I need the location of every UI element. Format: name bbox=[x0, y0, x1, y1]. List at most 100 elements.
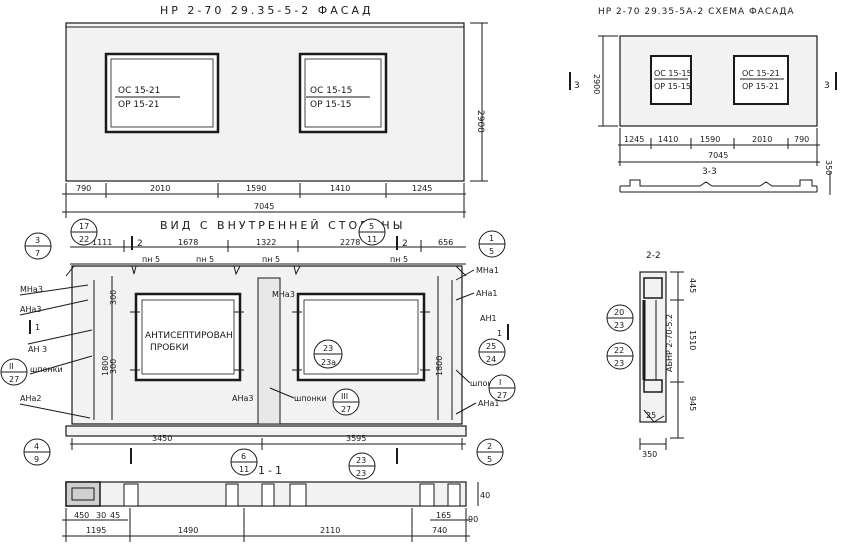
sec11-dim2-1: 1195 bbox=[86, 526, 106, 535]
svg-text:23: 23 bbox=[356, 469, 366, 478]
scheme-section-left: 3 bbox=[574, 81, 580, 91]
sec22-small: 25 bbox=[646, 411, 656, 420]
inside-dim-1800-left: 1800 bbox=[101, 356, 110, 376]
inside-mark-1-left: 1 bbox=[35, 323, 40, 332]
callout-ii-27: II 27 bbox=[0, 358, 28, 386]
svg-text:23: 23 bbox=[614, 359, 624, 368]
facade-window-right bbox=[298, 52, 388, 134]
scheme-dim-2: 1410 bbox=[658, 135, 678, 144]
sec22-dim-1: 445 bbox=[688, 278, 697, 293]
inside-mark-top-left: 2 bbox=[137, 239, 143, 249]
sec11-thickness: 40 bbox=[480, 491, 490, 500]
svg-text:23: 23 bbox=[614, 321, 624, 330]
label-mna1: МНа1 bbox=[476, 266, 499, 275]
inside-dim-300-top: 300 bbox=[109, 290, 118, 305]
scheme-window-right-top: ОС 15-21 bbox=[742, 69, 780, 78]
label-mna3-left: МНа3 bbox=[20, 285, 43, 294]
svg-text:27: 27 bbox=[9, 375, 19, 384]
facade-window-left bbox=[104, 52, 220, 134]
inside-pin-1: пн 5 bbox=[142, 255, 160, 264]
facade-window-left-top: ОС 15-21 bbox=[118, 86, 160, 96]
label-ana2: АНа2 bbox=[20, 394, 41, 403]
sec11-dim2-3: 2110 bbox=[320, 526, 340, 535]
scheme-dim-4: 2010 bbox=[752, 135, 772, 144]
sec11-dim1-1: 450 bbox=[74, 511, 89, 520]
inside-mark-1-right: 1 bbox=[497, 329, 502, 338]
callout-23-23: 23 23 bbox=[348, 452, 376, 480]
svg-text:III: III bbox=[341, 392, 348, 401]
callout-1-5: 1 5 bbox=[478, 230, 506, 258]
svg-text:5: 5 bbox=[489, 247, 494, 256]
inside-antiseptic-line1: АНТИСЕПТИРОВАН bbox=[145, 331, 233, 341]
svg-text:27: 27 bbox=[497, 391, 507, 400]
sec22-label: АБНР 2-70-5.2 bbox=[665, 314, 674, 372]
callout-25-24: 25 24 bbox=[478, 338, 506, 366]
scheme-dim-3: 1590 bbox=[700, 135, 720, 144]
scheme-total: 7045 bbox=[708, 151, 728, 160]
label-shponki-mid: шпонки bbox=[294, 394, 327, 403]
label-shponki-right: шпонки bbox=[470, 379, 503, 388]
callout-17-22: 17 22 bbox=[70, 218, 98, 246]
inside-top-dim-2: 1678 bbox=[178, 238, 198, 247]
inside-top-dim-5: 656 bbox=[438, 238, 453, 247]
facade-window-right-bottom: ОР 15-15 bbox=[310, 100, 352, 110]
callout-22-23: 22 23 bbox=[606, 342, 634, 370]
sec22-dim-2: 1510 bbox=[688, 330, 697, 350]
facade-dim-1: 790 bbox=[76, 184, 91, 193]
svg-text:2: 2 bbox=[487, 442, 492, 451]
svg-text:11: 11 bbox=[367, 235, 377, 244]
inside-bottom-dim-2: 3595 bbox=[346, 434, 366, 443]
callout-iii-27: III 27 bbox=[332, 388, 360, 416]
facade-dim-5: 1245 bbox=[412, 184, 432, 193]
svg-text:22: 22 bbox=[79, 235, 89, 244]
callout-20-23: 20 23 bbox=[606, 304, 634, 332]
callout-2-5: 2 5 bbox=[476, 438, 504, 466]
sec11-title: 1-1 bbox=[258, 464, 285, 477]
inside-dim-1800-right: 1800 bbox=[435, 356, 444, 376]
inside-top-dim-4: 2278 bbox=[340, 238, 360, 247]
svg-text:5: 5 bbox=[487, 455, 492, 464]
inside-bottom-dim-1: 3450 bbox=[152, 434, 172, 443]
inside-pin-3: пн 5 bbox=[262, 255, 280, 264]
facade-title: НР 2-70 29.35-5-2 ФАСАД bbox=[160, 4, 374, 17]
svg-text:23: 23 bbox=[323, 344, 333, 353]
svg-text:7: 7 bbox=[35, 249, 40, 258]
inside-top-dim-3: 1322 bbox=[256, 238, 276, 247]
inside-antiseptic-line2: ПРОБКИ bbox=[150, 343, 189, 353]
callout-3-7: 3 7 bbox=[24, 232, 52, 260]
facade-dim-3: 1590 bbox=[246, 184, 266, 193]
scheme-section-height: 350 bbox=[824, 160, 833, 175]
scheme-view: НР 2-70 29.35-5А-2 СХЕМА ФАСАДА ОС 15-15… bbox=[569, 7, 837, 195]
inside-pin-2: пн 5 bbox=[196, 255, 214, 264]
section-1-1: 1-1 23 23 40 450 30 45 165 90 1195 bbox=[62, 452, 490, 542]
svg-text:6: 6 bbox=[241, 452, 246, 461]
inside-pin-4: пн 5 bbox=[390, 255, 408, 264]
scheme-window-left-top: ОС 15-15 bbox=[654, 69, 692, 78]
sec11-dim1-2: 30 bbox=[96, 511, 106, 520]
callout-23-23a: 23 23а bbox=[313, 339, 343, 369]
inside-mark-top-right: 2 bbox=[402, 239, 408, 249]
inside-title: ВИД С ВНУТРЕННЕЙ СТОРОНЫ bbox=[160, 219, 405, 232]
facade-dim-2: 2010 bbox=[150, 184, 170, 193]
scheme-dim-1: 1245 bbox=[624, 135, 644, 144]
svg-text:23а: 23а bbox=[321, 358, 336, 367]
label-mna3-mid: МНа3 bbox=[272, 290, 295, 299]
inside-dim-300-bottom: 300 bbox=[109, 359, 118, 374]
svg-text:II: II bbox=[9, 362, 14, 371]
label-ana3-mid: АНа3 bbox=[232, 394, 253, 403]
scheme-window-right-bottom: ОР 15-21 bbox=[742, 82, 779, 91]
inside-view: ВИД С ВНУТРЕННЕЙ СТОРОНЫ 1111 1678 1322 … bbox=[0, 218, 516, 476]
sec11-dim2-2: 1490 bbox=[178, 526, 198, 535]
scheme-dim-5: 790 bbox=[794, 135, 809, 144]
sec11-dim1-5: 90 bbox=[468, 515, 478, 524]
callout-i-27: I 27 bbox=[488, 374, 516, 402]
svg-text:17: 17 bbox=[79, 222, 89, 231]
svg-text:9: 9 bbox=[34, 455, 39, 464]
sec11-dim1-3: 45 bbox=[110, 511, 120, 520]
svg-text:23: 23 bbox=[356, 456, 366, 465]
svg-text:24: 24 bbox=[486, 355, 496, 364]
scheme-window-left-bottom: ОР 15-15 bbox=[654, 82, 691, 91]
scheme-section-title: 3-3 bbox=[702, 167, 717, 177]
inside-top-dim-1: 1111 bbox=[92, 238, 112, 247]
